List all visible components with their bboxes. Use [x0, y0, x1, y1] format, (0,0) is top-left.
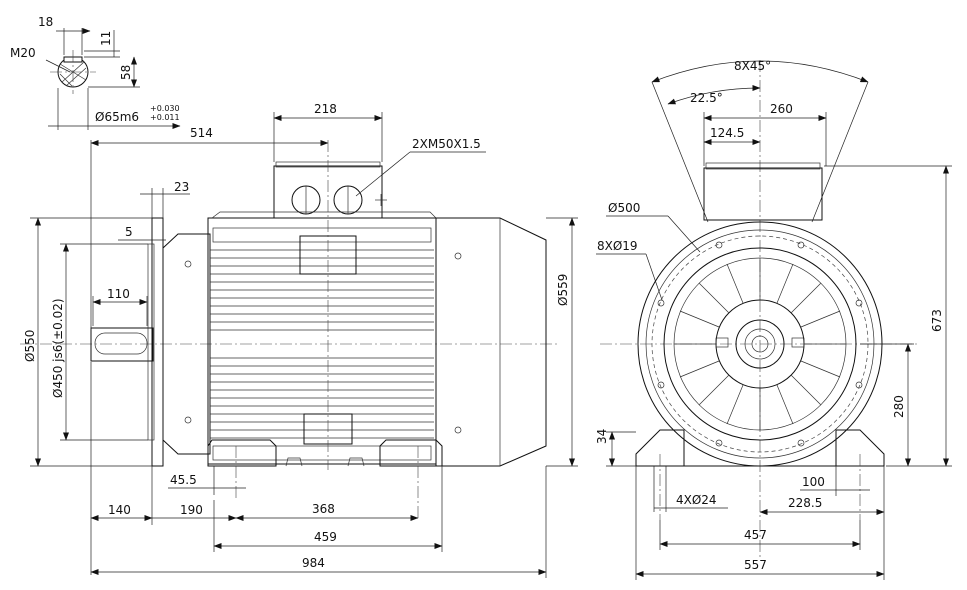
dim-shaft-to-box: 514 — [190, 126, 213, 140]
dim-bolt-pattern: 8X45° — [734, 59, 771, 73]
dim-foot-outer: 459 — [314, 530, 337, 544]
end-view: 8X45° 22.5° 260 124.5 Ø500 8XØ19 673 280… — [595, 59, 952, 580]
hub — [735, 319, 785, 369]
dim-flange-diameter: Ø550 — [23, 330, 37, 362]
dim-box-offset: 124.5 — [710, 126, 744, 140]
dim-foot-thickness: 34 — [595, 429, 609, 444]
dim-key-depth: 11 — [99, 31, 113, 46]
dim-box-width: 218 — [314, 102, 337, 116]
dim-shaft-tol-upper: +0.030 — [150, 104, 180, 113]
dim-shaft-height: 280 — [892, 395, 906, 418]
motor-body — [207, 217, 437, 465]
dim-foot-width: 100 — [802, 475, 825, 489]
terminal-box-end — [703, 167, 823, 221]
dim-bolt-circle: Ø500 — [608, 201, 640, 215]
foot-rear — [379, 439, 443, 467]
dim-spigot-diameter: Ø450 js6(±0.02) — [51, 298, 65, 398]
dim-half-angle: 22.5° — [690, 91, 723, 105]
dim-cable-entry: 2XM50X1.5 — [412, 137, 481, 151]
fan-cover — [435, 217, 547, 467]
dim-flange-thickness: 23 — [174, 180, 189, 194]
dim-spigot: 5 — [125, 225, 133, 239]
shaft-key — [94, 332, 148, 355]
dim-shaft-tol-lower: +0.011 — [150, 113, 180, 122]
dim-key-length: 110 — [107, 287, 130, 301]
dim-foot-bolt-width: 457 — [744, 528, 767, 542]
dim-foot-overall-width: 557 — [744, 558, 767, 572]
dim-flange-to-foot: 190 — [180, 503, 203, 517]
fan-spokes — [674, 258, 846, 430]
dim-center-hole: M20 — [10, 46, 36, 60]
dim-shaft-diameter: Ø65m6 — [95, 110, 139, 124]
dim-foot-offset: 45.5 — [170, 473, 197, 487]
dim-shaft-length: 140 — [108, 503, 131, 517]
dim-foot-span: 368 — [312, 502, 335, 516]
dim-key-height: 58 — [119, 65, 133, 80]
dim-body-diameter: Ø559 — [556, 274, 570, 306]
flange-holes — [657, 241, 863, 447]
shaft-end-detail: 18 11 58 M20 Ø65m6 +0.030 +0.011 — [10, 15, 181, 130]
dim-key-width: 18 — [38, 15, 53, 29]
dim-foot-half: 228.5 — [788, 496, 822, 510]
side-view: 514 218 2XM50X1.5 23 5 110 Ø550 Ø450 js6… — [20, 102, 578, 578]
shaft — [90, 327, 154, 362]
dim-overall-length: 984 — [302, 556, 325, 570]
dim-flange-holes: 8XØ19 — [597, 239, 638, 253]
flange — [151, 217, 164, 467]
dim-box-width-end: 260 — [770, 102, 793, 116]
dim-foot-holes: 4XØ24 — [676, 493, 717, 507]
foot-front — [207, 439, 277, 467]
dim-total-height: 673 — [930, 309, 944, 332]
